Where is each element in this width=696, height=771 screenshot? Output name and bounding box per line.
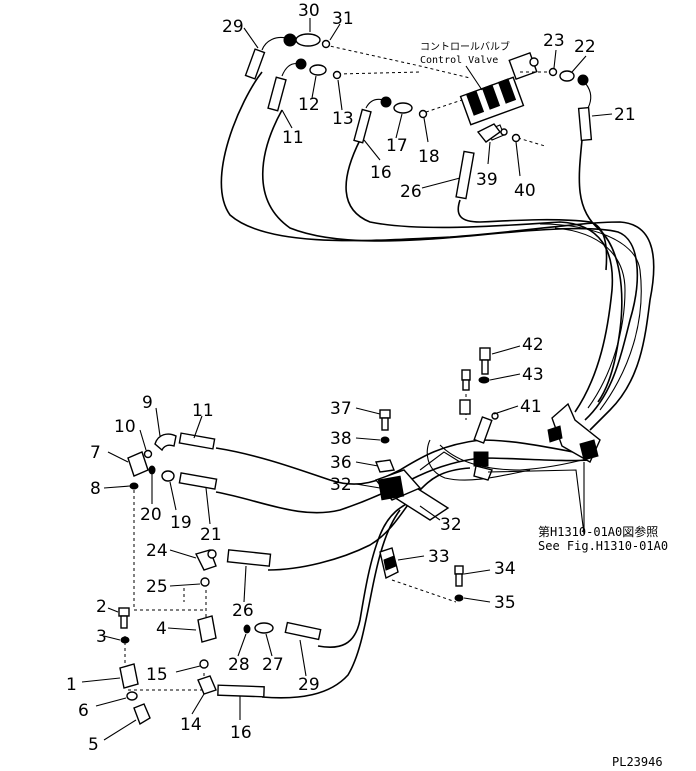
part-label-20: 20	[140, 505, 162, 525]
part-label-29: 29	[222, 17, 244, 37]
part-label-16: 16	[370, 163, 392, 183]
part-label-40: 40	[514, 181, 536, 201]
see-figure-note-en: See Fig.H1310-01A0	[538, 539, 668, 553]
part-label-21-low: 21	[200, 525, 222, 545]
figure-id: PL23946	[612, 755, 663, 769]
valve-label-jp: コントロールバルブ	[420, 40, 510, 53]
hose-29-top	[220, 71, 655, 431]
part-label-37: 37	[330, 399, 352, 419]
clamp-assembly	[459, 347, 601, 481]
part-label-41: 41	[520, 397, 542, 417]
hose-26-top	[457, 199, 608, 271]
part-label-25: 25	[146, 577, 168, 597]
part-label-16-low: 16	[230, 723, 252, 743]
part-label-4: 4	[156, 619, 167, 639]
part-label-38: 38	[330, 429, 352, 449]
hose-21-top	[578, 139, 623, 403]
part-label-39: 39	[476, 170, 498, 190]
part-label-28: 28	[228, 655, 250, 675]
part-label-8: 8	[90, 479, 101, 499]
part-label-19: 19	[170, 513, 192, 533]
part-number-labels: 29 30 31 11 12 13 16 17 18 26 39 40 23 2…	[66, 1, 636, 755]
part-label-23: 23	[543, 31, 565, 51]
part-label-13: 13	[332, 109, 354, 129]
bracket-33-group	[379, 547, 464, 603]
hose-11-top	[262, 109, 639, 421]
part-label-43: 43	[522, 365, 544, 385]
part-label-2: 2	[96, 597, 107, 617]
part-label-6: 6	[78, 701, 89, 721]
part-label-5: 5	[88, 735, 99, 755]
part-label-42: 42	[522, 335, 544, 355]
leader-lines	[81, 18, 613, 741]
hose-16-top	[345, 139, 614, 413]
part-label-30: 30	[298, 1, 320, 21]
part-label-34: 34	[494, 559, 516, 579]
part-label-31: 31	[332, 9, 354, 29]
part-label-32-b: 32	[440, 515, 462, 535]
part-label-26-low: 26	[232, 601, 254, 621]
part-label-11-low: 11	[192, 401, 214, 421]
valve-label-en: Control Valve	[420, 55, 498, 66]
block-32	[374, 451, 461, 521]
part-label-33: 33	[428, 547, 450, 567]
part-label-14: 14	[180, 715, 202, 735]
see-figure-note-jp: 第H1310-01A0図参照	[538, 524, 658, 539]
part-label-9: 9	[142, 393, 153, 413]
part-label-24: 24	[146, 541, 168, 561]
part-label-18: 18	[418, 147, 440, 167]
part-label-32-a: 32	[330, 475, 352, 495]
part-label-15: 15	[146, 665, 168, 685]
hose-bundle	[220, 71, 655, 431]
part-label-27: 27	[262, 655, 284, 675]
part-label-22: 22	[574, 37, 596, 57]
part-label-36: 36	[330, 453, 352, 473]
part-label-3: 3	[96, 627, 107, 647]
part-label-11: 11	[282, 128, 304, 148]
part-label-29-low: 29	[298, 675, 320, 695]
control-valve	[459, 51, 539, 141]
part-label-1: 1	[66, 675, 77, 695]
part-label-21: 21	[614, 105, 636, 125]
part-label-10: 10	[114, 417, 136, 437]
top-fittings	[244, 33, 593, 200]
part-label-17: 17	[386, 136, 408, 156]
part-label-26: 26	[400, 182, 422, 202]
left-fittings	[118, 432, 322, 726]
bolt-37-group	[375, 409, 395, 473]
part-label-12: 12	[298, 95, 320, 115]
part-label-7: 7	[90, 443, 101, 463]
part-label-35: 35	[494, 593, 516, 613]
